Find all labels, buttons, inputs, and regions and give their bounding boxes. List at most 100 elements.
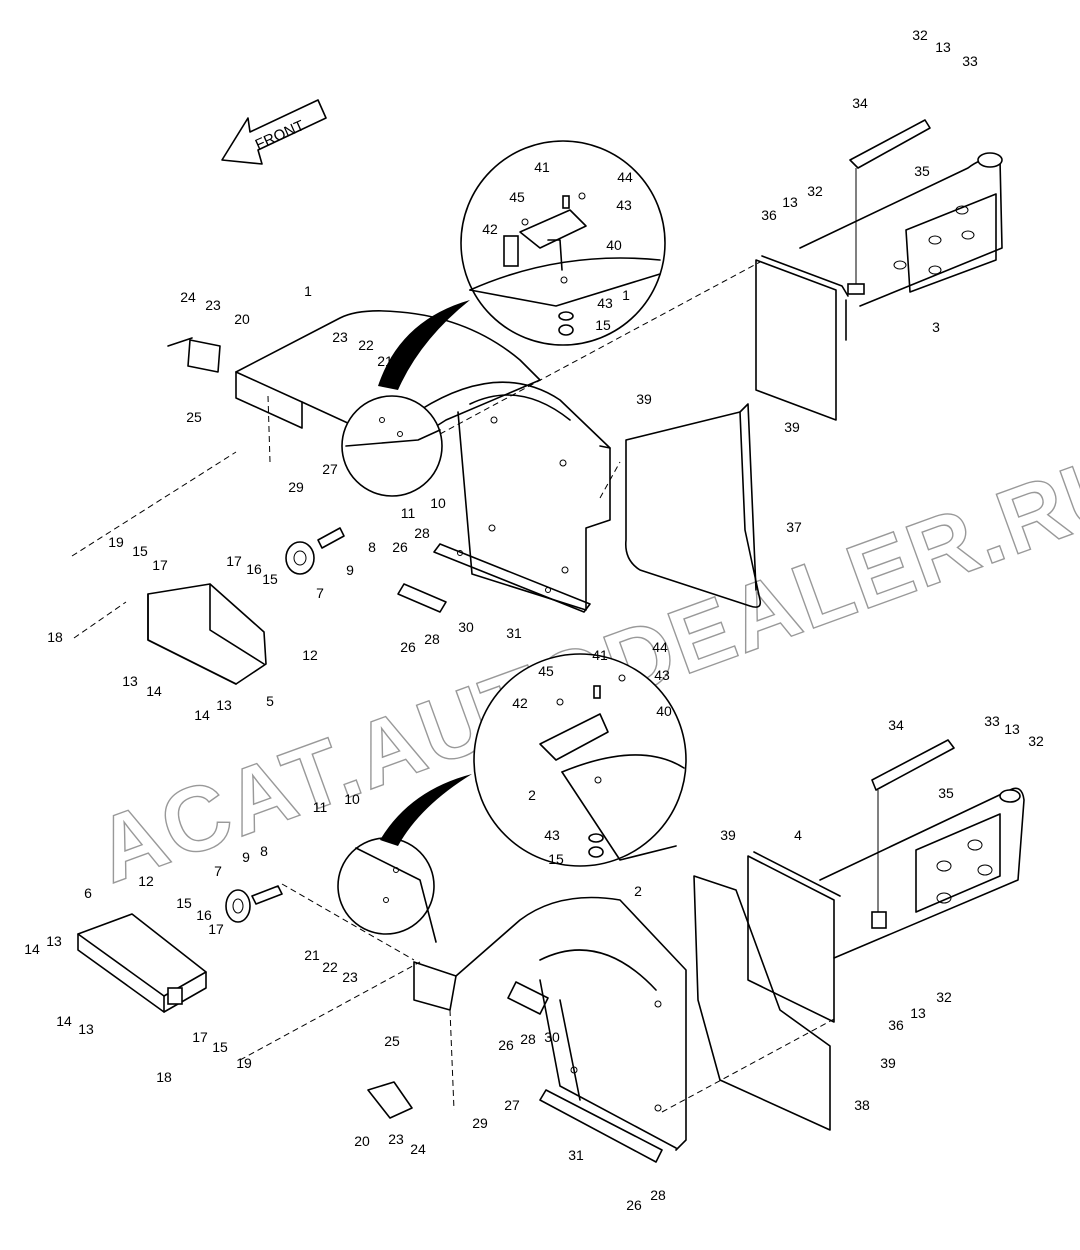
callout-label: 27	[322, 461, 338, 477]
callout-label: 32	[807, 183, 823, 199]
callout-label: 30	[458, 619, 474, 635]
callout-label: 18	[47, 629, 63, 645]
callout-label: 39	[720, 827, 736, 843]
callout-label: 13	[122, 673, 138, 689]
callout-label: 31	[568, 1147, 584, 1163]
callout-label: 20	[234, 311, 250, 327]
callout-label: 41	[534, 159, 550, 175]
callout-label: 15	[262, 571, 278, 587]
callout-label: 43	[654, 667, 670, 683]
callout-label: 17	[192, 1029, 208, 1045]
callout-label: 43	[597, 295, 613, 311]
callout-label: 17	[208, 921, 224, 937]
callout-label: 44	[617, 169, 633, 185]
callout-label: 26	[392, 539, 408, 555]
callout-label: 10	[344, 791, 360, 807]
callout-label: 32	[912, 27, 928, 43]
callout-label: 15	[595, 317, 611, 333]
callout-label: 8	[260, 843, 268, 859]
callout-label: 24	[410, 1141, 426, 1157]
callout-label: 42	[512, 695, 528, 711]
callout-label: 13	[46, 933, 62, 949]
callout-label: 14	[146, 683, 162, 699]
callout-label: 12	[302, 647, 318, 663]
lower-detail-circle	[473, 653, 687, 867]
callout-label: 40	[656, 703, 672, 719]
callout-label: 38	[854, 1097, 870, 1113]
callout-label: 29	[472, 1115, 488, 1131]
callout-label: 42	[482, 221, 498, 237]
callout-label: 30	[544, 1029, 560, 1045]
callout-label: 14	[56, 1013, 72, 1029]
callout-label: 25	[186, 409, 202, 425]
callout-label: 16	[196, 907, 212, 923]
callout-label: 41	[592, 647, 608, 663]
callout-label: 11	[401, 505, 416, 521]
callout-label: 28	[520, 1031, 536, 1047]
callout-label: 1	[622, 287, 630, 303]
callout-label: 26	[498, 1037, 514, 1053]
callout-label: 36	[888, 1017, 904, 1033]
callout-label: 7	[316, 585, 324, 601]
callout-label: 21	[377, 353, 393, 369]
callout-label: 13	[78, 1021, 94, 1037]
callout-label: 15	[548, 851, 564, 867]
callout-label: 24	[180, 289, 196, 305]
callout-label: 25	[384, 1033, 400, 1049]
callout-label: 14	[194, 707, 210, 723]
callout-label: 35	[938, 785, 954, 801]
front-label: FRONT	[253, 117, 307, 154]
callout-label: 27	[504, 1097, 520, 1113]
callout-label: 29	[288, 479, 304, 495]
callout-label: 17	[152, 557, 168, 573]
callout-label: 13	[935, 39, 951, 55]
callout-label: 40	[606, 237, 622, 253]
callout-label: 35	[914, 163, 930, 179]
callout-label: 33	[984, 713, 1000, 729]
callout-label: 17	[226, 553, 242, 569]
callout-label: 21	[304, 947, 320, 963]
callout-label: 2	[528, 787, 536, 803]
callout-label: 1	[304, 283, 312, 299]
callout-label: 45	[538, 663, 554, 679]
callout-label: 19	[236, 1055, 252, 1071]
callout-label: 39	[880, 1055, 896, 1071]
callout-label: 7	[214, 863, 222, 879]
callout-label: 13	[910, 1005, 926, 1021]
callout-label: 13	[1004, 721, 1020, 737]
callout-label: 45	[509, 189, 525, 205]
callout-label: 32	[936, 989, 952, 1005]
callout-label: 36	[761, 207, 777, 223]
callout-label: 8	[368, 539, 376, 555]
callout-label: 31	[506, 625, 522, 641]
callout-label: 28	[414, 525, 430, 541]
callout-label: 23	[332, 329, 348, 345]
callout-label: 20	[354, 1133, 370, 1149]
callout-label: 34	[888, 717, 904, 733]
callout-label: 43	[544, 827, 560, 843]
callout-label: 37	[786, 519, 802, 535]
callout-label: 6	[84, 885, 92, 901]
callout-label: 15	[176, 895, 192, 911]
callout-label: 9	[242, 849, 250, 865]
upper-small-circle	[341, 300, 470, 497]
callout-label: 26	[400, 639, 416, 655]
callout-label: 13	[216, 697, 232, 713]
callout-label: 34	[852, 95, 868, 111]
callout-label: 12	[138, 873, 154, 889]
callout-label: 22	[322, 959, 338, 975]
callout-label: 32	[1028, 733, 1044, 749]
callout-label: 4	[794, 827, 802, 843]
callout-label: 23	[342, 969, 358, 985]
callout-label: 44	[652, 639, 668, 655]
callout-label: 9	[346, 562, 354, 578]
upper-detail-circle	[460, 140, 666, 346]
callout-label: 28	[650, 1187, 666, 1203]
callout-label: 13	[782, 194, 798, 210]
front-direction-arrow: FRONT	[221, 99, 327, 165]
callout-label: 26	[626, 1197, 642, 1213]
callout-label: 10	[430, 495, 446, 511]
callout-label: 18	[156, 1069, 172, 1085]
